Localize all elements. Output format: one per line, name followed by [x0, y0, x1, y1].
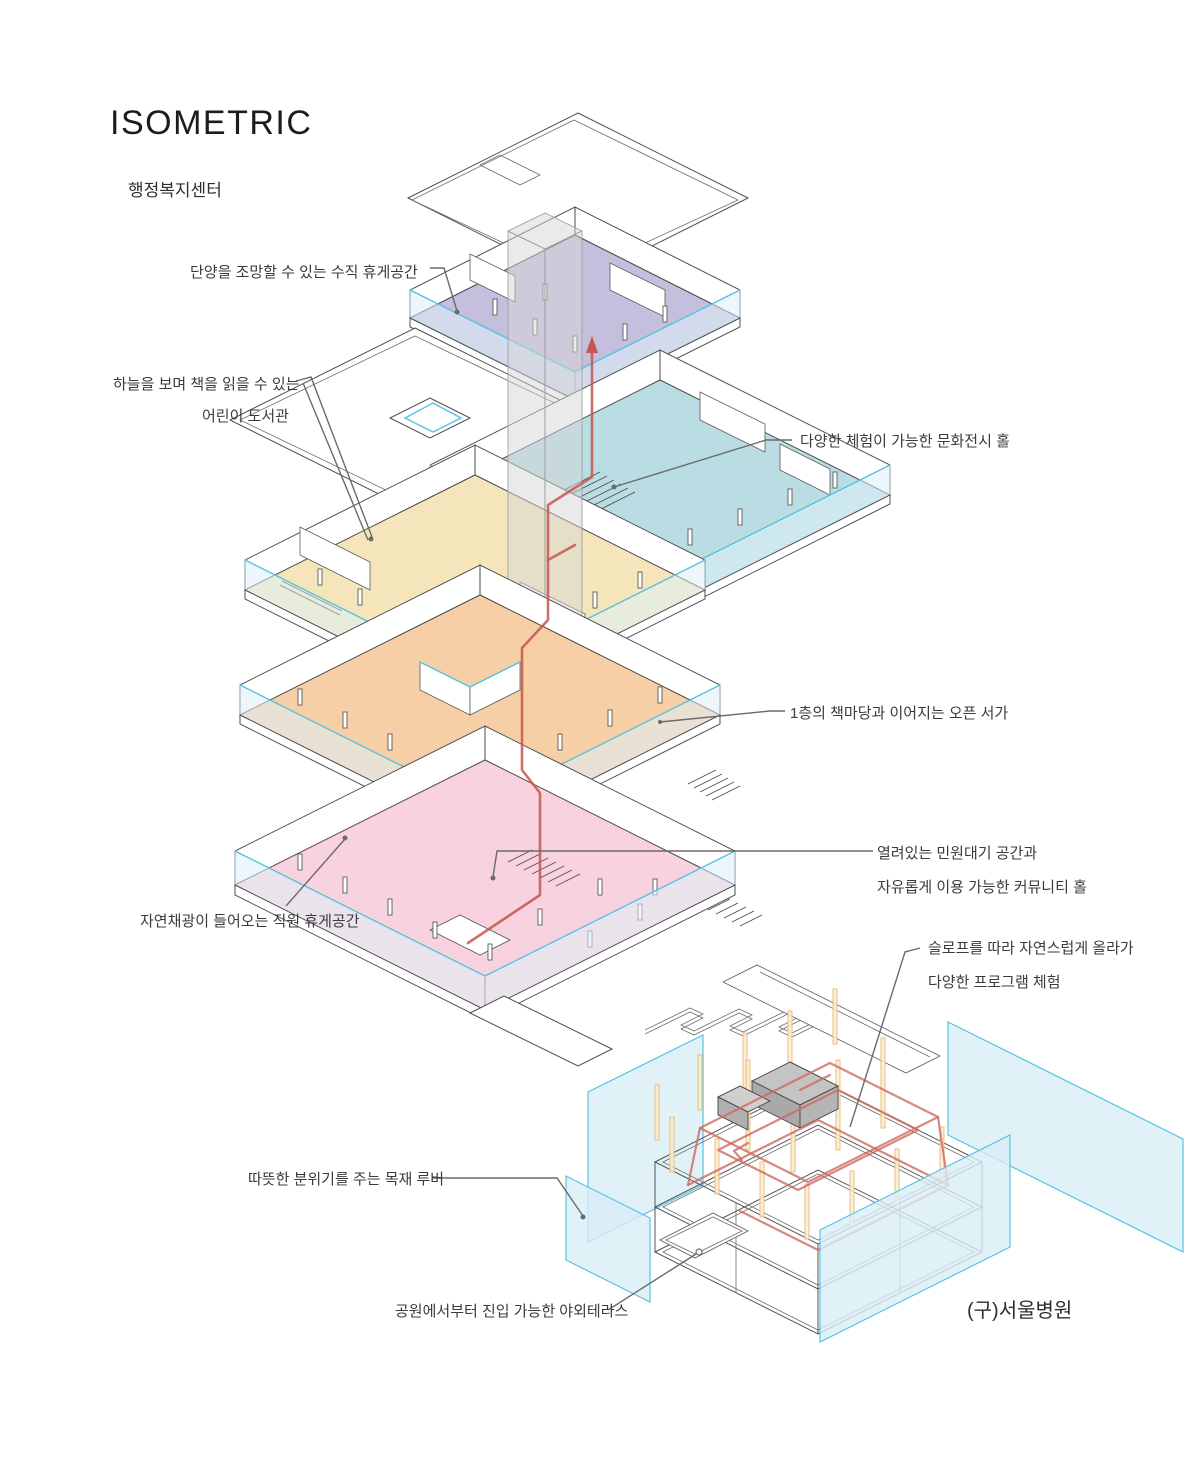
stair: [687, 769, 741, 801]
annotation-children-library-line2: 어린이 도서관: [202, 408, 289, 425]
glass-panel: [565, 1175, 651, 1303]
glass-panel: [947, 1021, 1184, 1253]
annotation-wood-louver: 따뜻한 분위기를 주는 목재 루버: [248, 1171, 445, 1188]
roof-strip: [722, 964, 941, 1074]
annotation-community-hall-line2: 자유롭게 이용 가능한 커뮤니티 홀: [877, 879, 1087, 896]
hospital-building: [565, 964, 1184, 1343]
annotation-slope-program-line1: 슬로프를 따라 자연스럽게 올라가: [928, 940, 1134, 957]
annotation-open-bookshelf: 1층의 책마당과 이어지는 오픈 서가: [790, 705, 1009, 722]
page-subtitle: 행정복지센터: [128, 181, 222, 200]
annotation-slope-program-line2: 다양한 프로그램 체험: [928, 974, 1061, 991]
leader-lines: [285, 267, 921, 1311]
glass-panel: [819, 1134, 1011, 1343]
annotation-outdoor-terrace: 공원에서부터 진입 가능한 야외테라스: [395, 1303, 629, 1320]
circulation-path: [466, 336, 598, 945]
annotation-community-hall-line1: 열려있는 민원대기 공간과: [877, 845, 1038, 862]
skylight: [388, 397, 472, 439]
page-title: ISOMETRIC: [110, 104, 313, 142]
annotation-culture-exhibition-hall: 다양한 체험이 가능한 문화전시 홀: [800, 433, 1010, 450]
hospital-building-label: (구)서울병원: [967, 1300, 1073, 1322]
roof-rooms: [716, 1061, 840, 1131]
annotation-children-library-line1: 하늘을 보며 책을 읽을 수 있는: [113, 376, 300, 393]
annotation-staff-lounge: 자연채광이 들어오는 직원 휴게공간: [140, 913, 360, 930]
floor-1-slab: [233, 759, 737, 1011]
stair: [507, 849, 581, 887]
entry-platform: [468, 995, 614, 1067]
annotation-vertical-rest-space: 단양을 조망할 수 있는 수직 휴게공간: [190, 264, 418, 281]
outdoor-terrace-plate: [659, 1212, 749, 1259]
floor-1-plate: [233, 725, 763, 1067]
stair: [707, 898, 763, 927]
